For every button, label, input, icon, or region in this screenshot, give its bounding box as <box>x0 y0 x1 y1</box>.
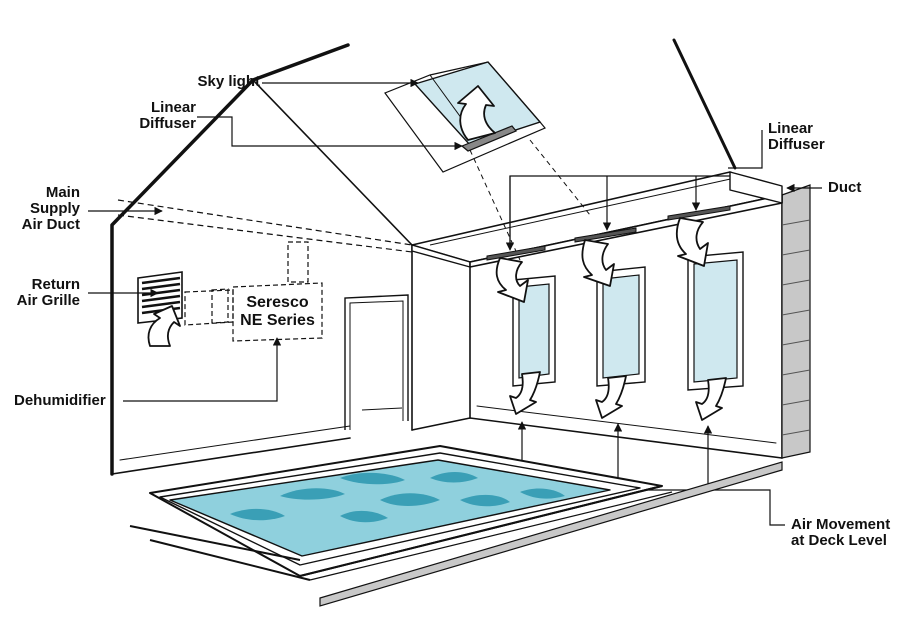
label-seresco-ne-series: Seresco NE Series <box>240 294 315 329</box>
label-dehumidifier: Dehumidifier <box>14 392 106 409</box>
door <box>344 294 409 430</box>
label-linear-diffuser-left: Linear Diffuser <box>139 99 196 132</box>
skylight-airflow-arrow <box>457 85 496 141</box>
dehumidifier-unit <box>184 241 323 342</box>
duct-diffusers <box>486 205 731 261</box>
pool <box>129 445 673 581</box>
return-air-arrow <box>147 305 181 347</box>
label-main-supply-air-duct: Main Supply Air Duct <box>21 184 80 233</box>
windows <box>512 251 744 391</box>
leader-lines <box>88 78 822 402</box>
label-duct: Duct <box>828 179 862 196</box>
label-linear-diffuser-right: Linear Diffuser <box>768 120 825 153</box>
deck-strip <box>319 461 783 607</box>
main-supply-duct <box>117 199 413 253</box>
label-return-air-grille: Return Air Grille <box>16 276 80 309</box>
supply-airflow-arrows <box>495 217 727 421</box>
label-air-movement-deck-level: Air Movement at Deck Level <box>791 516 891 549</box>
side-wall <box>781 184 811 459</box>
label-skylight: Sky light <box>197 73 260 90</box>
